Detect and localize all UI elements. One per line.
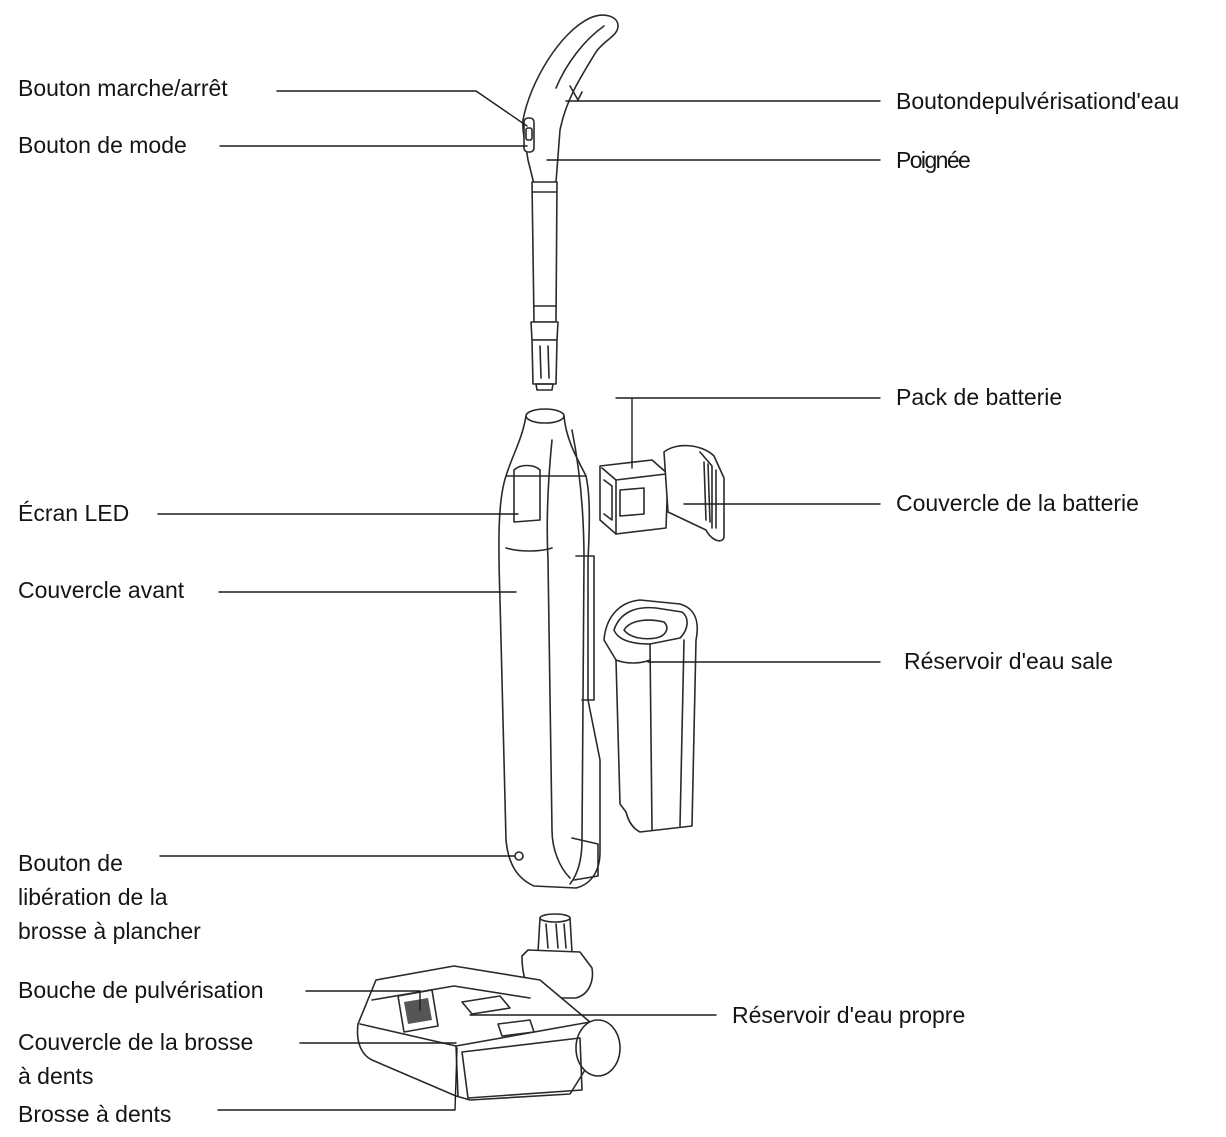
floor-brush-head-icon (356, 913, 621, 1101)
label-roller-brush-cover: Couvercle de la brosse à dents (18, 1025, 253, 1093)
label-floor-brush-release-button: Bouton de libération de la brosse à plan… (18, 846, 201, 948)
label-front-cover: Couvercle avant (18, 577, 185, 603)
label-led-screen: Écran LED (18, 500, 130, 526)
label-line: à dents (18, 1063, 94, 1089)
label-spray-nozzle: Bouche de pulvérisation (18, 977, 264, 1003)
handle-assembly-icon (522, 14, 619, 391)
label-line: libération de la (18, 884, 168, 910)
label-battery-cover: Couvercle de la batterie (896, 490, 1139, 516)
main-body-icon (498, 408, 601, 889)
label-line: brosse à plancher (18, 918, 201, 944)
label-water-spray-button: Boutondepulvérisationd'eau (896, 88, 1180, 114)
battery-pack-icon (599, 459, 669, 535)
label-dirty-water-tank: Réservoir d'eau sale (904, 648, 1113, 674)
label-line: Bouton de (18, 850, 123, 876)
leader-lines (157, 90, 881, 1111)
dirty-water-tank-icon (603, 599, 698, 833)
label-power-button: Bouton marche/arrêt (18, 75, 228, 101)
label-line: Couvercle de la brosse (18, 1029, 254, 1055)
label-roller-brush: Brosse à dents (18, 1101, 172, 1127)
label-handle: Poignée (896, 147, 971, 173)
label-battery-pack: Pack de batterie (896, 384, 1063, 410)
label-clean-water-tank: Réservoir d'eau propre (732, 1002, 966, 1028)
battery-cover-icon (663, 444, 725, 542)
label-mode-button: Bouton de mode (18, 132, 187, 158)
